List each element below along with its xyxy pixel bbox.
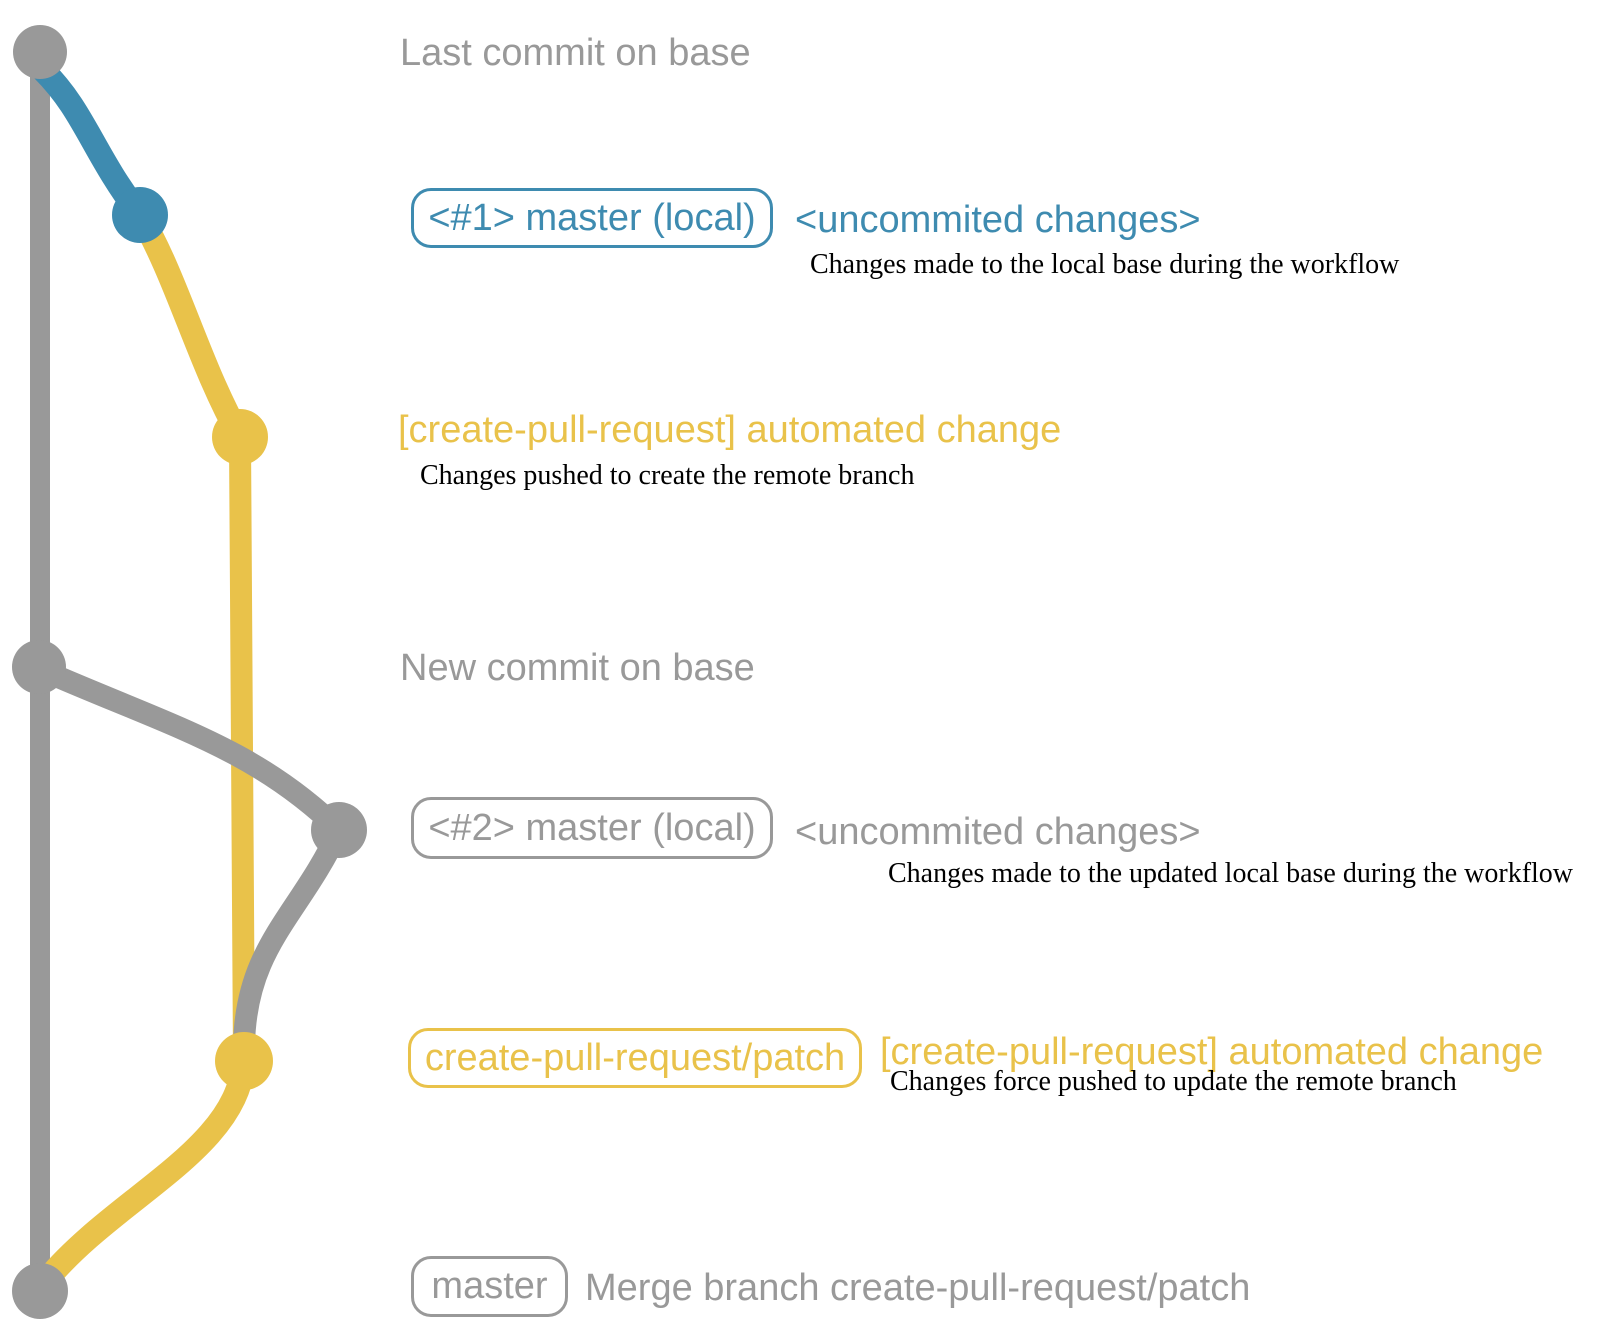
commit-message-uncommited-2: <uncommited changes>: [795, 811, 1201, 853]
note-force-pushed-update-branch: Changes force pushed to update the remot…: [890, 1066, 1457, 1097]
edge-patch-2-to-merge: [33, 1046, 256, 1294]
edge-base-to-local-master-2: [31, 659, 350, 841]
note-local-changes-1: Changes made to the local base during th…: [810, 249, 1400, 280]
commit-node-new-base: [12, 640, 66, 694]
branch-pill-patch: create-pull-request/patch: [408, 1028, 862, 1088]
commit-node-patch-2: [215, 1032, 273, 1090]
commit-message-merge: Merge branch create-pull-request/patch: [585, 1267, 1251, 1309]
label-last-commit-on-base: Last commit on base: [400, 32, 751, 74]
branch-pill-master: master: [411, 1256, 568, 1317]
commit-node-local-master-2: [311, 802, 367, 858]
note-pushed-create-branch: Changes pushed to create the remote bran…: [420, 460, 915, 491]
commit-node-merge: [12, 1263, 68, 1319]
commit-node-last-base: [13, 25, 67, 79]
branch-pill-master-local-1: <#1> master (local): [411, 188, 773, 248]
label-new-commit-on-base: New commit on base: [400, 647, 755, 689]
commit-message-automated-change-2: [create-pull-request] automated change: [880, 1031, 1544, 1073]
commit-node-patch-1: [212, 409, 268, 465]
edge-local-master-1-to-patch-1: [128, 203, 252, 449]
note-local-changes-2: Changes made to the updated local base d…: [888, 858, 1574, 889]
commit-message-uncommited-1: <uncommited changes>: [795, 199, 1201, 241]
commit-message-automated-change-1: [create-pull-request] automated change: [398, 409, 1062, 451]
branch-pill-master-local-2: <#2> master (local): [411, 797, 773, 859]
commit-node-local-master-1: [112, 187, 168, 243]
edge-local-master-2-to-patch-2: [233, 819, 350, 1056]
